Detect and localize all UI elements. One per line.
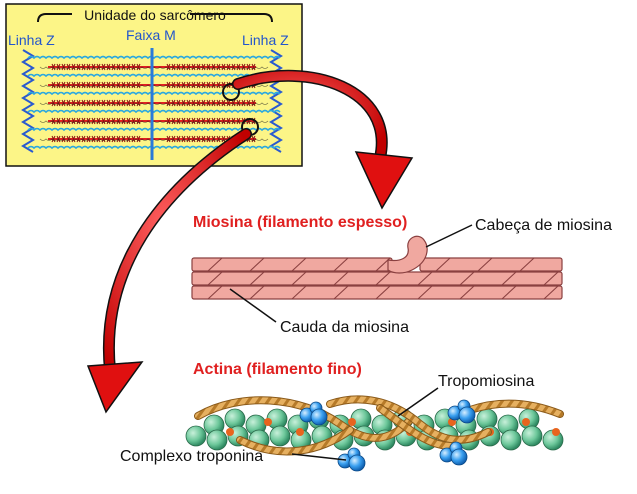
sarcomere-unit-brace	[37, 13, 273, 23]
binding-site	[296, 428, 304, 436]
myosin-twist-mark	[375, 285, 391, 300]
tropomyosin-strand	[195, 397, 413, 441]
titin-line	[39, 84, 269, 87]
myosin-head-label: Cabeça de miosina	[475, 217, 612, 234]
myosin-head-leader	[425, 224, 473, 248]
myosin-twist-mark	[249, 271, 265, 286]
tropomyosin-strand	[467, 400, 563, 417]
myosin-twist-mark	[459, 271, 475, 286]
actin-monomer	[269, 425, 291, 447]
actin-monomer	[185, 425, 207, 447]
z-line	[21, 49, 35, 153]
myosin-twist-mark	[417, 285, 433, 300]
myosin-twist-mark	[417, 271, 433, 286]
binding-site	[552, 428, 560, 436]
binding-site	[264, 418, 272, 426]
troponin-label: Complexo troponina	[120, 448, 263, 465]
myosin-twist-mark	[435, 257, 451, 272]
myosin-tail-leader	[229, 288, 277, 323]
myosin-twist-mark	[291, 285, 307, 300]
myosin-twist-mark	[291, 257, 307, 272]
titin-line	[39, 66, 269, 69]
thin-filament	[27, 73, 281, 78]
thin-filament	[27, 127, 281, 132]
myosin-twist-mark	[291, 271, 307, 286]
myosin-filament	[191, 235, 563, 300]
troponin-subunit	[348, 454, 366, 472]
myosin-twist-mark	[501, 285, 517, 300]
binding-site	[226, 428, 234, 436]
actin-monomer	[206, 429, 228, 451]
myosin-rod	[191, 271, 563, 286]
myosin-twist-mark	[249, 285, 265, 300]
actin-title: Actina (filamento fino)	[193, 361, 362, 378]
actin-monomer	[500, 429, 522, 451]
troponin-subunit	[458, 406, 476, 424]
myosin-twist-mark	[207, 257, 223, 272]
myosin-twist-mark	[207, 285, 223, 300]
myosin-twist-mark	[459, 285, 475, 300]
myosin-twist-mark	[519, 257, 535, 272]
arrow-to-actin	[86, 128, 252, 414]
troponin-subunit	[310, 408, 328, 426]
myosin-twist-mark	[333, 257, 349, 272]
myosin-twist-mark	[333, 271, 349, 286]
actin-monomer	[476, 408, 498, 430]
myosin-rod	[191, 285, 563, 300]
actin-monomer	[518, 408, 540, 430]
actin-monomer	[521, 425, 543, 447]
thin-filament	[27, 109, 281, 114]
troponin-subunit	[450, 448, 468, 466]
sarcomere-panel: Unidade do sarcômero Linha Z Faixa M Lin…	[5, 3, 303, 167]
myosin-twist-mark	[477, 257, 493, 272]
myosin-twist-mark	[543, 271, 559, 286]
myosin-rod	[419, 257, 563, 272]
myosin-twist-mark	[375, 271, 391, 286]
zoom-circle-myosin	[222, 83, 240, 101]
titin-line	[39, 102, 269, 105]
myosin-twist-mark	[543, 285, 559, 300]
troponin-leader	[291, 453, 347, 461]
thin-filament	[27, 55, 281, 60]
myosin-title: Miosina (filamento espesso)	[193, 214, 407, 231]
tropomyosin-strand	[377, 405, 459, 450]
actin-monomer	[224, 408, 246, 430]
tropomyosin-strand	[327, 396, 491, 443]
myosin-rod	[191, 257, 393, 272]
z-line	[269, 49, 283, 153]
myosin-twist-mark	[249, 257, 265, 272]
myosin-twist-mark	[333, 285, 349, 300]
tropomyosin-label: Tropomiosina	[438, 373, 534, 390]
actin-filament	[185, 395, 564, 472]
sarcomere-unit-label: Unidade do sarcômero	[84, 7, 226, 23]
titin-line	[39, 120, 269, 123]
tropomyosin-leader	[397, 387, 439, 417]
z-line-right-label: Linha Z	[242, 32, 289, 48]
binding-site	[348, 418, 356, 426]
thin-filament	[27, 145, 281, 150]
myosin-head	[387, 235, 428, 274]
tropomyosin-strand	[237, 427, 353, 455]
arrow-to-myosin	[232, 69, 414, 210]
myosin-twist-mark	[207, 271, 223, 286]
myosin-twist-mark	[501, 271, 517, 286]
binding-site	[522, 418, 530, 426]
m-band-label: Faixa M	[126, 27, 176, 43]
myosin-tail-label: Cauda da miosina	[280, 319, 409, 336]
z-line-left-label: Linha Z	[8, 32, 55, 48]
